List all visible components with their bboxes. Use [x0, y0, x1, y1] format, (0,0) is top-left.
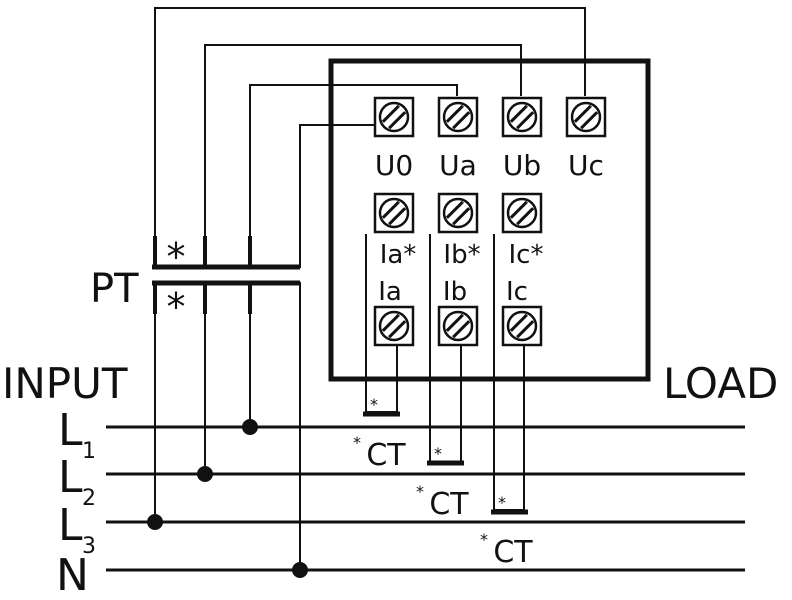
- terminal-screws: [373, 96, 607, 347]
- terminal-label-u0: U0: [375, 149, 413, 182]
- ct-star-outer-a: *: [353, 433, 361, 452]
- terminal-label-uc: Uc: [568, 149, 604, 182]
- ct-star-inner-a: *: [370, 395, 378, 414]
- line-label-n: N: [56, 550, 89, 600]
- ct-star-outer-b: *: [416, 482, 424, 501]
- ct-star-inner-c: *: [498, 493, 506, 512]
- terminal-screw-ia: [373, 305, 415, 347]
- terminal-labels: U0 Ua Ub Uc Ia* Ib* Ic* Ia Ib Ic: [375, 149, 604, 307]
- line-label-l2: L: [58, 452, 83, 503]
- wire-uc: [154, 7, 586, 236]
- ct-star-inner-b: *: [434, 444, 442, 463]
- terminal-screw-ib: [437, 305, 479, 347]
- terminal-label-ia-star: Ia*: [380, 240, 417, 270]
- wire-ua: [249, 84, 458, 236]
- terminal-screw-ic-star: [501, 192, 543, 234]
- terminal-screw-ib-star: [437, 192, 479, 234]
- terminal-screw-ub: [501, 96, 543, 138]
- ct-label-a: CT: [366, 438, 406, 473]
- terminal-screw-ia-star: [373, 192, 415, 234]
- terminal-label-ub: Ub: [503, 149, 541, 182]
- pt-label: PT: [90, 266, 139, 312]
- terminal-label-ic-star: Ic*: [509, 240, 544, 270]
- ct-label-c: CT: [493, 535, 533, 570]
- junction-l2: [197, 466, 213, 482]
- ct-star-outer-c: *: [480, 530, 488, 549]
- power-lines: [106, 425, 745, 572]
- terminal-screw-ic: [501, 305, 543, 347]
- ct-label-b: CT: [429, 487, 469, 522]
- terminal-label-ia: Ia: [378, 277, 402, 307]
- pt-symbol: * *: [152, 235, 300, 329]
- terminal-label-ib-star: Ib*: [443, 240, 480, 270]
- line-label-l1-sub: 1: [82, 439, 96, 464]
- load-label: LOAD: [663, 359, 778, 408]
- junction-l1: [242, 419, 258, 435]
- terminal-screw-ua: [437, 96, 479, 138]
- ct-labels: * * * * CT * CT * CT: [353, 395, 533, 570]
- terminal-label-ua: Ua: [439, 149, 477, 182]
- terminal-label-ib: Ib: [443, 277, 467, 307]
- line-label-l3: L: [58, 500, 83, 551]
- line-label-l1: L: [58, 405, 83, 456]
- junction-l3: [147, 514, 163, 530]
- wire-ub: [204, 44, 522, 236]
- terminal-screw-uc: [565, 96, 607, 138]
- line-label-l2-sub: 2: [82, 486, 96, 511]
- ct-loop-c: [493, 234, 525, 511]
- terminal-screw-u0: [373, 96, 415, 138]
- pt-star-bottom: *: [167, 285, 186, 329]
- voltage-wires: [154, 7, 586, 570]
- pt-star-top: *: [167, 235, 186, 279]
- junctions: [147, 419, 308, 578]
- terminal-label-ic: Ic: [506, 277, 528, 307]
- input-label: INPUT: [2, 359, 128, 408]
- line-label-l3-sub: 3: [82, 534, 96, 559]
- ct-bars: [363, 411, 528, 515]
- wire-u0: [299, 124, 374, 268]
- meter-box: [328, 58, 651, 382]
- junction-n: [292, 562, 308, 578]
